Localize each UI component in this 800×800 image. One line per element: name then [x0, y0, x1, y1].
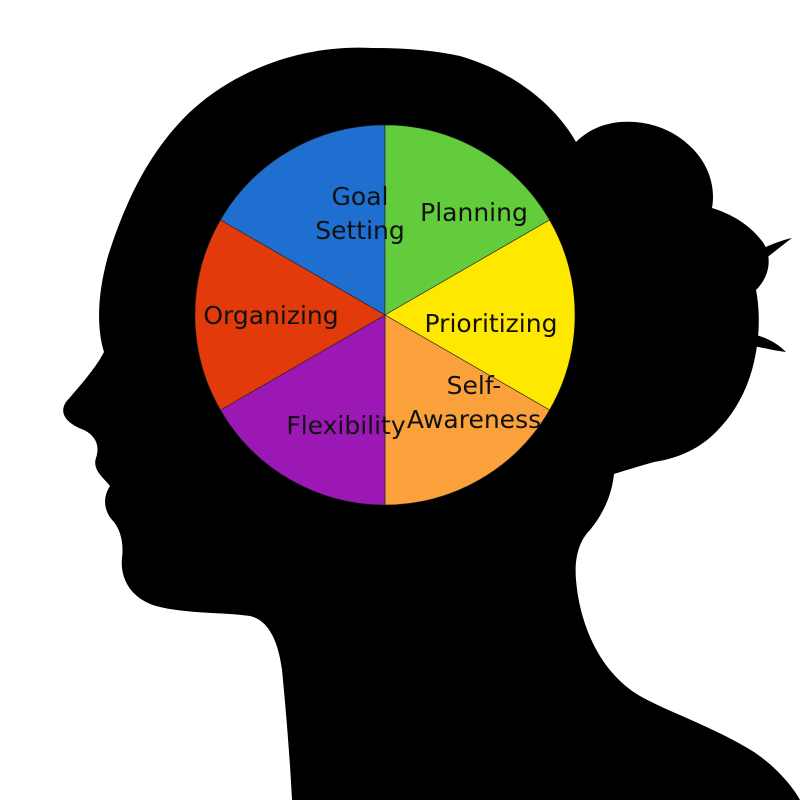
wheel-label-planning: Planning	[420, 198, 528, 227]
wheel-label-line: Organizing	[203, 301, 338, 330]
wheel-label-line: Awareness	[407, 405, 541, 434]
wheel-label-line: Prioritizing	[425, 309, 558, 338]
wheel-label-line: Goal	[332, 182, 389, 211]
hair-strand-2	[742, 332, 786, 352]
wheel-segment-flexibility	[220, 314, 386, 506]
wheel-segment-goal-setting	[220, 124, 386, 316]
wheel-segment-planning	[384, 124, 550, 316]
wheel-label-line: Self-	[447, 371, 502, 400]
wheel-segment-prioritizing	[384, 219, 576, 411]
wheel-label-organizing: Organizing	[203, 301, 338, 330]
wheel-segment-self-awareness	[384, 314, 550, 506]
wheel-label-flexibility: Flexibility	[286, 411, 406, 440]
wheel-segment-organizing	[194, 219, 386, 411]
wheel-label-line: Flexibility	[286, 411, 406, 440]
wheel-label-prioritizing: Prioritizing	[425, 309, 558, 338]
wheel-label-line: Planning	[420, 198, 528, 227]
wheel-label-line: Setting	[315, 216, 405, 245]
hair-strand-1	[742, 238, 792, 272]
wheel-label-self-awareness: Self- Awareness	[407, 371, 541, 434]
